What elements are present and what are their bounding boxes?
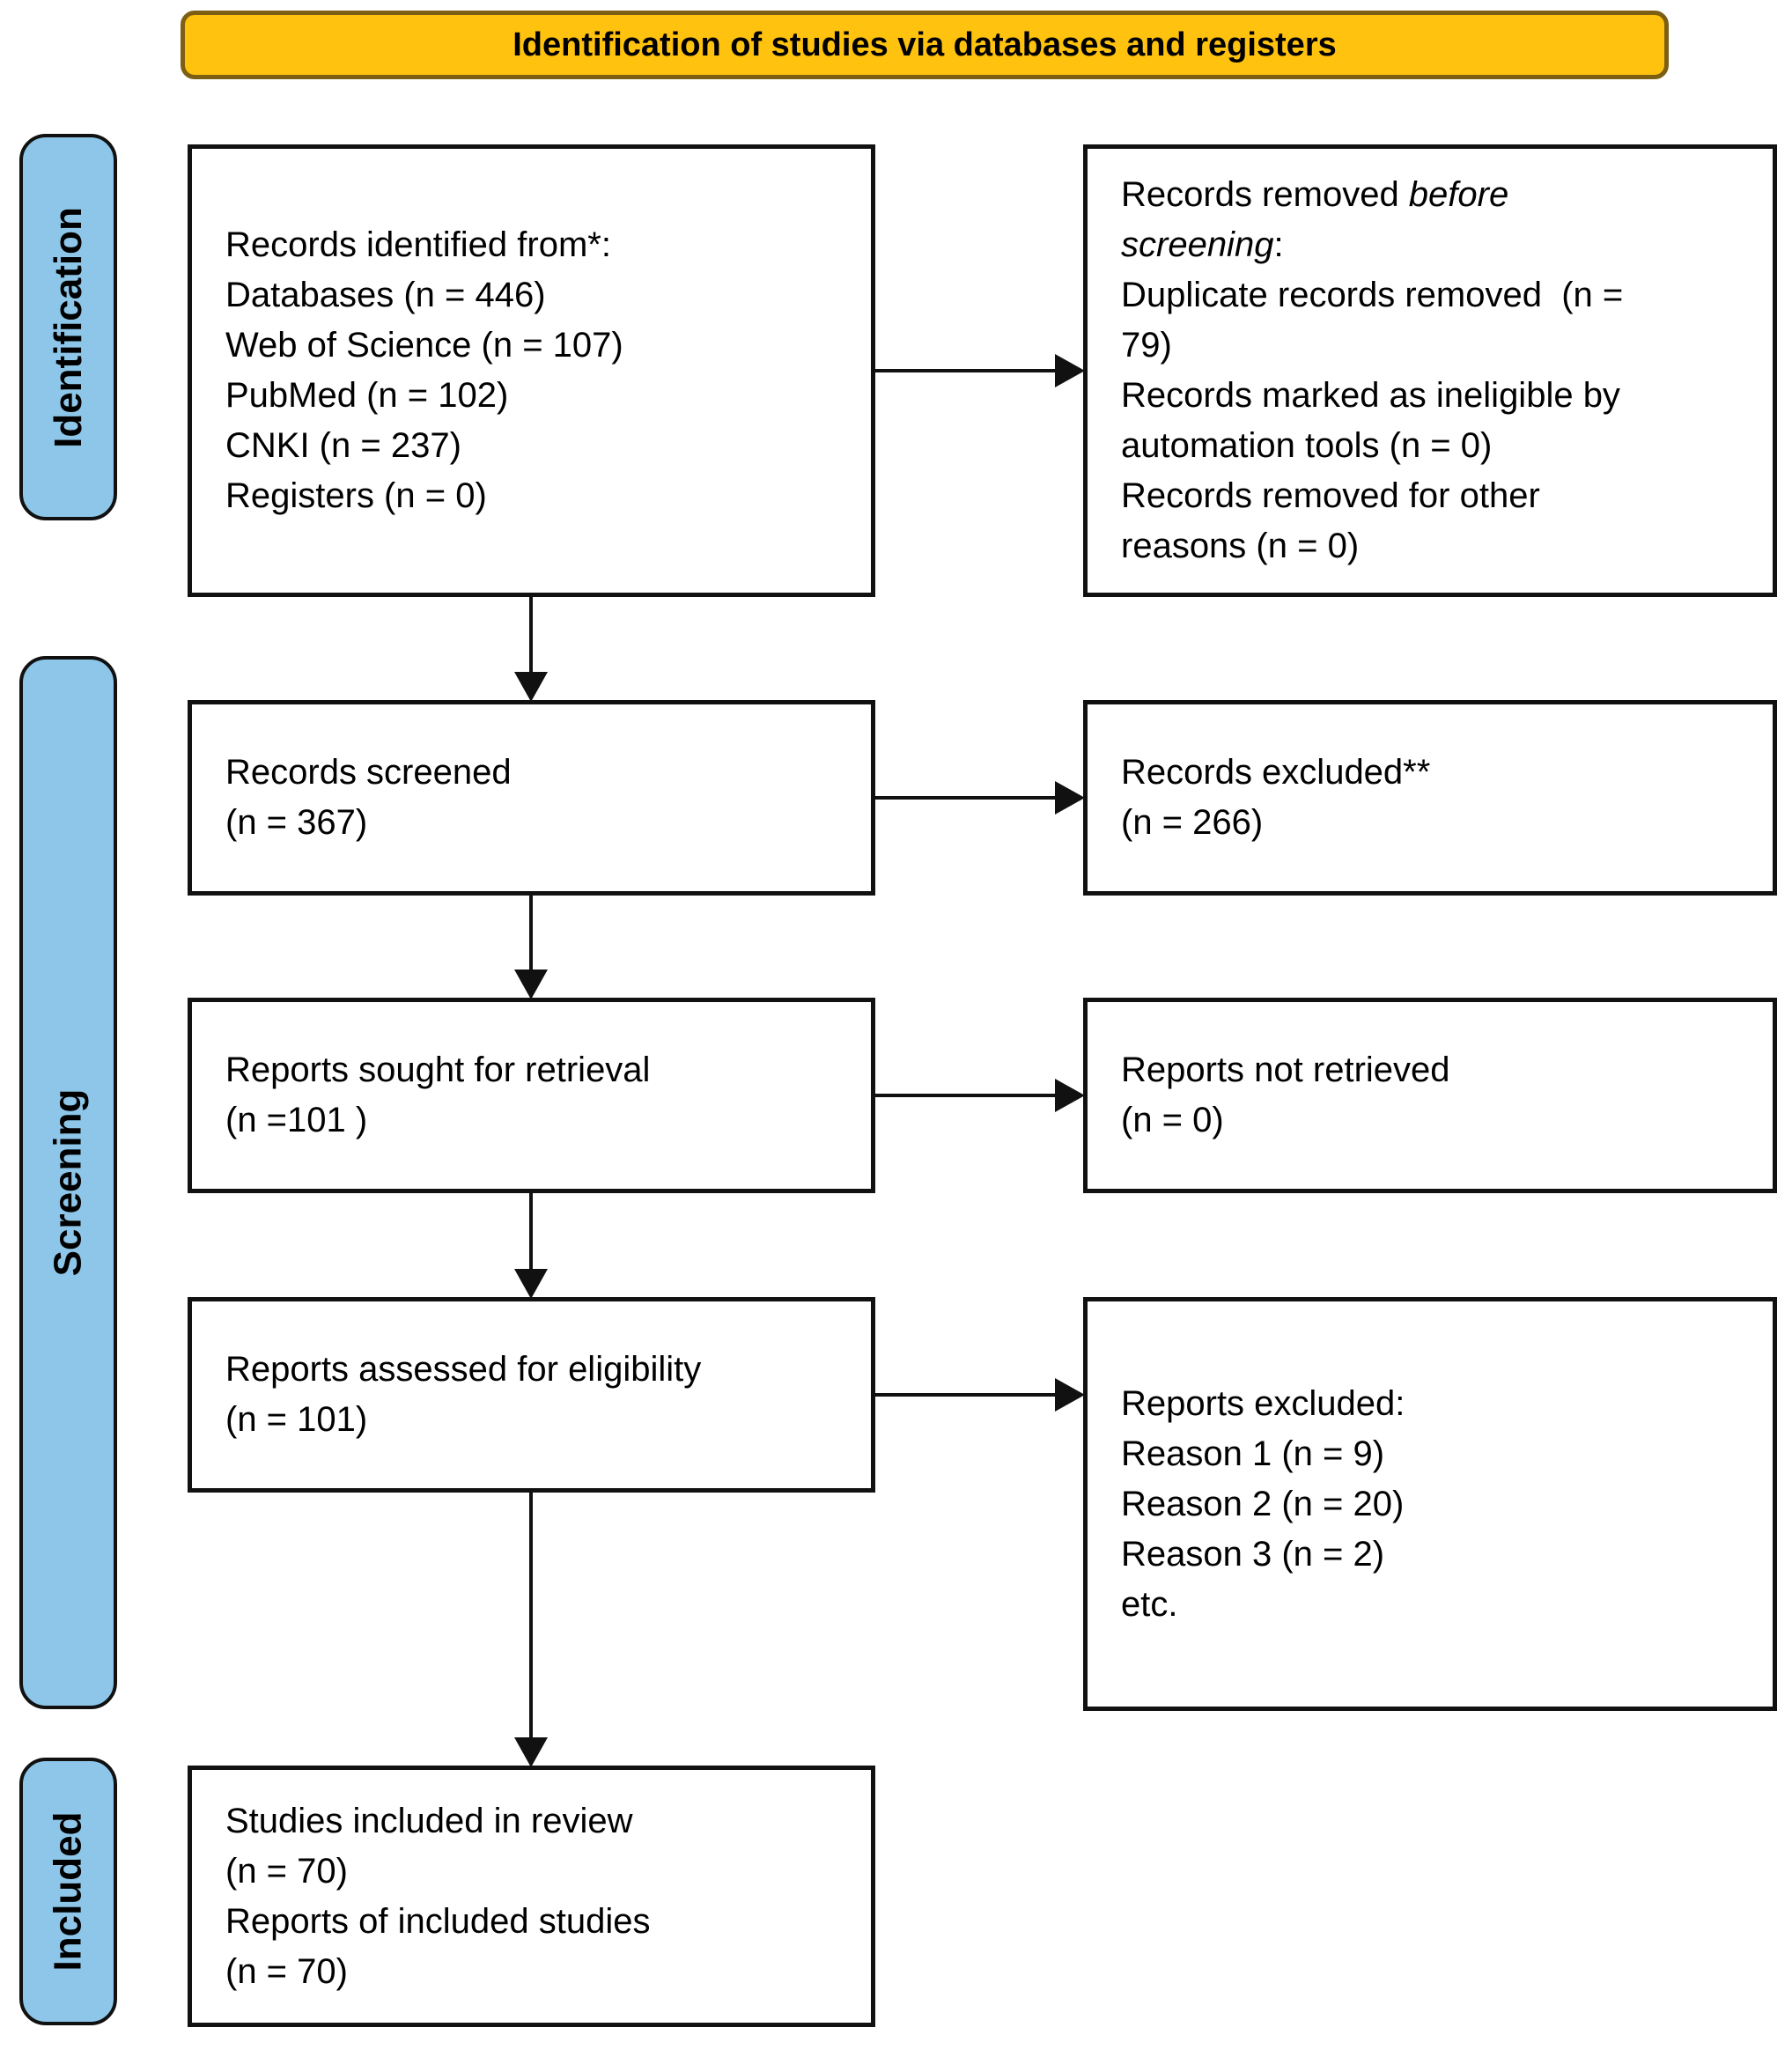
box-records-removed: Records removed before screening: Duplic… bbox=[1083, 144, 1777, 597]
studies-included-line: (n = 70) bbox=[225, 1851, 348, 1891]
arrow-screened-to-sought-head bbox=[514, 970, 548, 999]
arrow-screened-to-sought-line bbox=[529, 896, 533, 971]
arrow-identified-to-screened-line bbox=[529, 597, 533, 674]
studies-included-line: Studies included in review bbox=[225, 1801, 633, 1840]
records-identified-line: Web of Science (n = 107) bbox=[225, 326, 623, 365]
studies-included-line: Reports of included studies bbox=[225, 1901, 651, 1941]
records-screened-line: Records screened bbox=[225, 753, 512, 792]
stage-identification: Identification bbox=[19, 134, 117, 520]
arrow-assessed-to-included-line bbox=[529, 1493, 533, 1739]
arrow-sought-to-assessed-line bbox=[529, 1193, 533, 1271]
arrow-identified-to-screened-head bbox=[514, 672, 548, 702]
banner-title: Identification of studies via databases … bbox=[513, 26, 1337, 63]
records-removed-heading: Records removed before screening: bbox=[1121, 170, 1671, 270]
records-removed-line: Records marked as ineligible by automati… bbox=[1121, 376, 1631, 465]
arrow-sought-to-notretrieved-line bbox=[875, 1094, 1055, 1097]
reports-excluded-line: etc. bbox=[1121, 1584, 1178, 1624]
records-identified-line: Registers (n = 0) bbox=[225, 476, 487, 515]
stage-included-label: Included bbox=[46, 1811, 90, 1972]
records-removed-heading-suffix: : bbox=[1273, 225, 1284, 264]
reports-sought-line: Reports sought for retrieval bbox=[225, 1051, 651, 1089]
box-reports-assessed: Reports assessed for eligibility (n = 10… bbox=[188, 1297, 875, 1493]
studies-included-line: (n = 70) bbox=[225, 1951, 348, 1991]
arrow-screened-to-excluded-head bbox=[1055, 781, 1085, 815]
records-excluded-line: (n = 266) bbox=[1121, 803, 1264, 842]
reports-assessed-line: (n = 101) bbox=[225, 1400, 368, 1439]
records-identified-line: CNKI (n = 237) bbox=[225, 426, 461, 465]
reports-sought-line: (n =101 ) bbox=[225, 1101, 368, 1139]
records-identified-line: PubMed (n = 102) bbox=[225, 376, 509, 415]
records-removed-line: Duplicate records removed (n = 79) bbox=[1121, 276, 1633, 365]
box-studies-included: Studies included in review (n = 70) Repo… bbox=[188, 1766, 875, 2027]
reports-excluded-line: Reason 1 (n = 9) bbox=[1121, 1434, 1385, 1473]
records-removed-heading-italic: before screening bbox=[1121, 175, 1519, 264]
stage-screening-label: Screening bbox=[46, 1088, 90, 1277]
box-records-screened: Records screened (n = 367) bbox=[188, 700, 875, 896]
stage-identification-label: Identification bbox=[46, 206, 90, 448]
records-removed-heading-prefix: Records removed bbox=[1121, 175, 1409, 214]
box-reports-excluded: Reports excluded: Reason 1 (n = 9) Reaso… bbox=[1083, 1297, 1777, 1711]
arrow-assessed-to-included-head bbox=[514, 1737, 548, 1767]
stage-screening: Screening bbox=[19, 656, 117, 1709]
box-records-identified: Records identified from*: Databases (n =… bbox=[188, 144, 875, 597]
records-screened-line: (n = 367) bbox=[225, 803, 368, 842]
box-reports-not-retrieved: Reports not retrieved (n = 0) bbox=[1083, 998, 1777, 1193]
records-excluded-line: Records excluded** bbox=[1121, 753, 1431, 792]
arrow-identified-to-removed-line bbox=[875, 369, 1055, 372]
arrow-assessed-to-reportsexcluded-head bbox=[1055, 1378, 1085, 1412]
arrow-identified-to-removed-head bbox=[1055, 354, 1085, 387]
box-reports-sought: Reports sought for retrieval (n =101 ) bbox=[188, 998, 875, 1193]
stage-included: Included bbox=[19, 1758, 117, 2025]
arrow-assessed-to-reportsexcluded-line bbox=[875, 1393, 1055, 1397]
records-removed-line: Records removed for other reasons (n = 0… bbox=[1121, 476, 1550, 565]
arrow-sought-to-assessed-head bbox=[514, 1269, 548, 1299]
box-records-excluded: Records excluded** (n = 266) bbox=[1083, 700, 1777, 896]
reports-excluded-line: Reason 3 (n = 2) bbox=[1121, 1534, 1385, 1574]
reports-not-retrieved-line: (n = 0) bbox=[1121, 1101, 1224, 1139]
reports-excluded-line: Reports excluded: bbox=[1121, 1383, 1405, 1423]
records-identified-line: Databases (n = 446) bbox=[225, 276, 546, 314]
reports-assessed-line: Reports assessed for eligibility bbox=[225, 1350, 702, 1389]
arrow-sought-to-notretrieved-head bbox=[1055, 1079, 1085, 1112]
banner-identification-via-databases: Identification of studies via databases … bbox=[181, 11, 1669, 79]
records-identified-line: Records identified from*: bbox=[225, 225, 611, 264]
reports-excluded-line: Reason 2 (n = 20) bbox=[1121, 1484, 1405, 1523]
arrow-screened-to-excluded-line bbox=[875, 796, 1055, 800]
reports-not-retrieved-line: Reports not retrieved bbox=[1121, 1051, 1450, 1089]
